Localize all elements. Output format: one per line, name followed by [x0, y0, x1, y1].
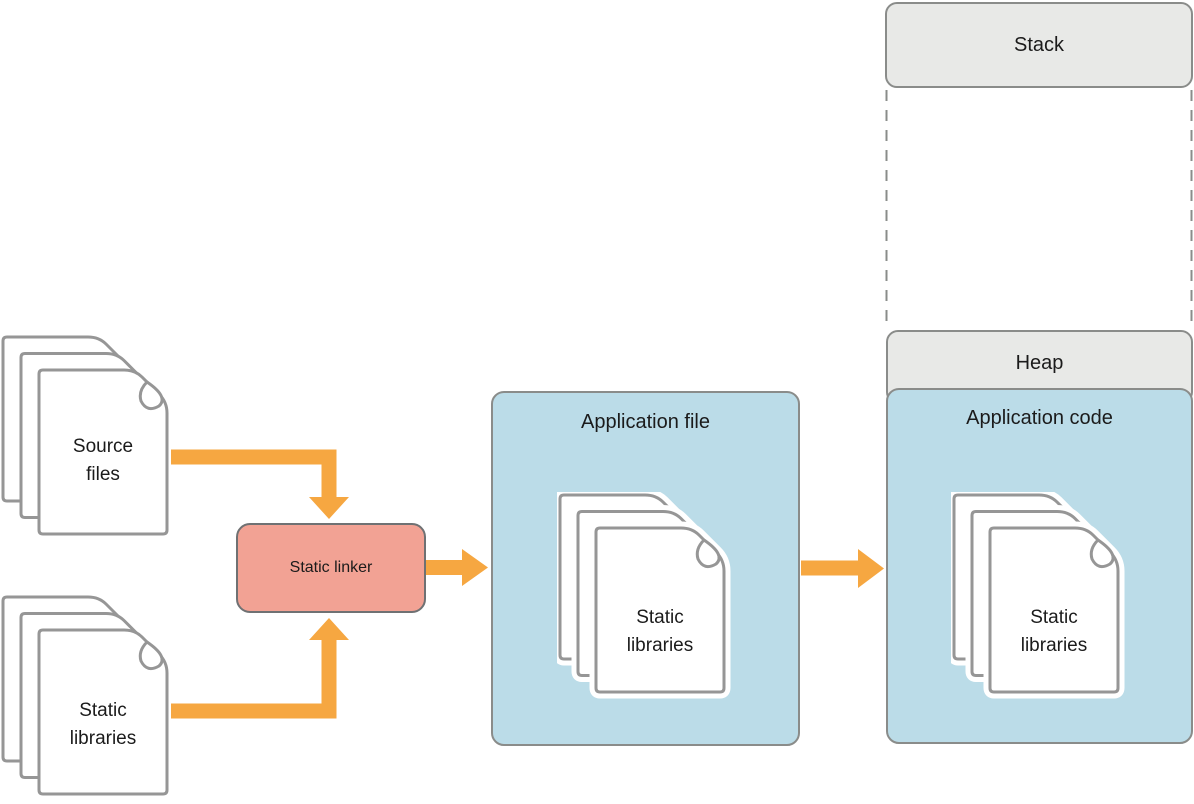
static-libraries-label: Static libraries	[69, 700, 137, 749]
arrow-appfile-to-appcode-icon	[801, 549, 884, 588]
documents-stack-icon	[951, 492, 1126, 704]
static-linker-label: Static linker	[289, 559, 373, 576]
static-linker-box: Static linker	[236, 523, 426, 613]
application-code-title: Application code	[966, 407, 1113, 429]
app-code-libraries-stack: Static libraries	[951, 492, 1126, 704]
static-libraries-stack: Static libraries	[0, 594, 175, 804]
documents-stack-icon	[557, 492, 732, 704]
arrow-linker-to-appfile-icon	[426, 549, 488, 586]
app-file-libraries-label: Static libraries	[626, 607, 694, 656]
app-code-libraries-label: Static libraries	[1020, 607, 1088, 656]
heap-region-label: Heap	[1015, 352, 1064, 374]
source-files-label: Source files	[72, 436, 134, 485]
arrow-libraries-to-linker-icon	[171, 618, 349, 719]
arrow-source-to-linker-icon	[171, 449, 349, 519]
source-files-stack: Source files	[0, 334, 175, 546]
stack-region-box: Stack	[885, 2, 1193, 88]
app-file-libraries-stack: Static libraries	[557, 492, 732, 704]
stack-region-label: Stack	[1013, 33, 1065, 56]
application-file-title: Application file	[581, 411, 710, 433]
